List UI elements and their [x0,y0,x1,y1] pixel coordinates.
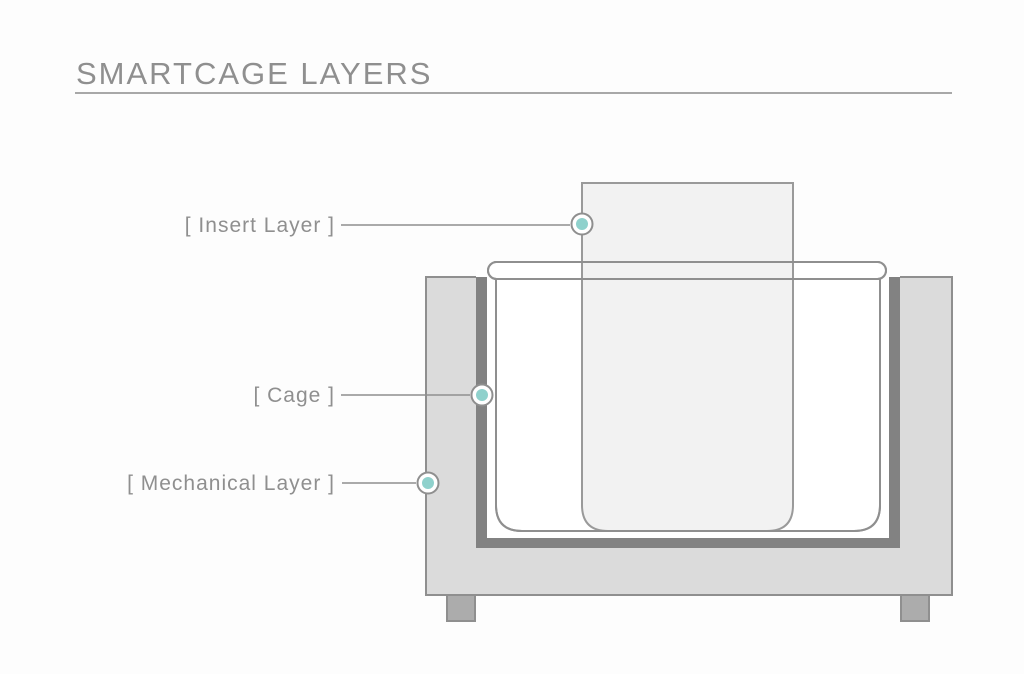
right-foot [900,593,930,622]
cage-body-outline [495,279,881,532]
callout-insert-layer: [ Insert Layer ] [185,212,594,237]
left-foot [446,593,476,622]
cage-marker [470,383,494,407]
insert-layer-shape [581,182,794,532]
marker-dot [422,477,434,489]
mechanical-layer-marker [416,471,440,495]
marker-dot [476,389,488,401]
marker-dot [576,218,588,230]
insert-layer-marker [570,212,594,236]
cage-rim-outline [487,261,887,280]
mechanical-layer-label: [ Mechanical Layer ] [127,472,335,495]
callout-cage: [ Cage ] [253,383,494,407]
insert-layer-label: [ Insert Layer ] [185,214,335,237]
page-title: SMARTCAGE LAYERS [76,56,432,91]
cage-label: [ Cage ] [253,384,335,407]
callout-mechanical-layer: [ Mechanical Layer ] [127,471,440,495]
